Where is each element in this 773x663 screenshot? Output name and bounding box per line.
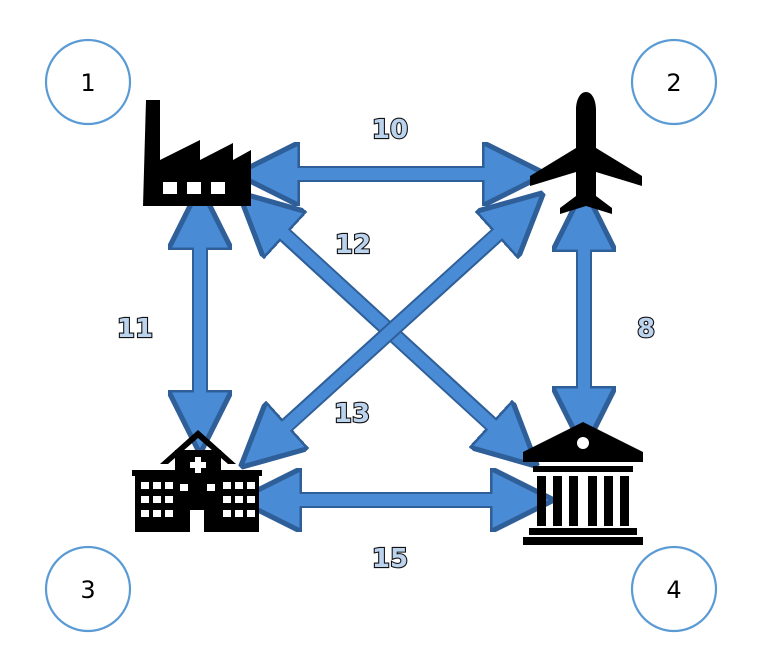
edge-label-3-4: 15 xyxy=(372,544,408,574)
node-1-label: 1 xyxy=(80,69,95,97)
node-2-label: 2 xyxy=(666,69,681,97)
factory-icon xyxy=(143,100,251,206)
node-4-label: 4 xyxy=(666,576,681,604)
node-2-badge: 2 xyxy=(630,38,718,126)
node-4-badge: 4 xyxy=(630,545,718,633)
edge-label-1-3: 11 xyxy=(117,314,153,344)
hospital-icon xyxy=(132,430,262,532)
node-3-badge: 3 xyxy=(44,545,132,633)
edge-label-2-3: 13 xyxy=(334,399,370,429)
node-3-label: 3 xyxy=(80,576,95,604)
edge-label-1-2: 10 xyxy=(372,115,408,145)
node-1-badge: 1 xyxy=(44,38,132,126)
edge-2-3 xyxy=(264,214,520,446)
bank-icon xyxy=(523,422,643,545)
airplane-icon xyxy=(530,92,642,214)
edge-label-2-4: 8 xyxy=(637,314,655,344)
edge-label-1-4: 12 xyxy=(335,230,371,260)
